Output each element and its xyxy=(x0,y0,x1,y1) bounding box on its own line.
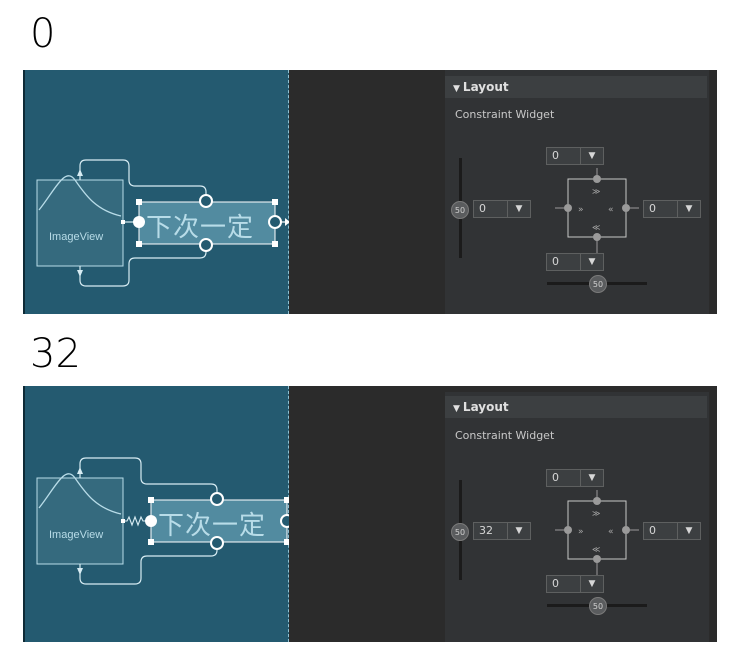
right-margin-value: 0 xyxy=(649,202,656,215)
section-title: Layout xyxy=(462,400,509,414)
left-margin-dropdown[interactable]: 32 ▼ xyxy=(473,522,531,540)
editor-frame: ImageView 下次一定 ▼Layout Constraint Widget… xyxy=(23,70,717,314)
top-margin-dropdown[interactable]: 0 ▼ xyxy=(546,147,604,165)
horizontal-bias-knob[interactable]: 50 xyxy=(589,275,607,293)
right-anchor-handle xyxy=(268,215,282,229)
right-margin-dropdown[interactable]: 0 ▼ xyxy=(643,200,701,218)
constraint-widget-graphic: ≫ » « ≪ xyxy=(459,158,647,285)
svg-text:»: » xyxy=(578,205,584,215)
right-margin-dropdown[interactable]: 0 ▼ xyxy=(643,522,701,540)
chevron-down-icon: ▼ xyxy=(507,523,530,539)
bottom-constraint-line xyxy=(79,246,207,287)
editor-gap xyxy=(289,386,445,642)
svg-text:≫: ≫ xyxy=(592,187,600,196)
top-margin-value: 0 xyxy=(552,149,559,162)
bottom-constraint-line xyxy=(79,544,218,585)
vertical-bias-knob[interactable]: 50 xyxy=(451,523,469,541)
chevron-down-icon: ▼ xyxy=(677,523,700,539)
attributes-panel: ▼Layout Constraint Widget ≫ » « ≪ 0 ▼ 32 xyxy=(445,386,717,642)
horizontal-bias-knob[interactable]: 50 xyxy=(589,597,607,615)
left-margin-value: 0 xyxy=(479,202,486,215)
blueprint-canvas[interactable]: ImageView 下次一定 xyxy=(23,386,291,642)
imageview-label: ImageView xyxy=(49,529,104,541)
bottom-margin-value: 0 xyxy=(552,577,559,590)
svg-text:«: « xyxy=(608,527,614,537)
top-constraint-line xyxy=(79,159,207,198)
chevron-down-icon: ▼ xyxy=(507,201,530,217)
right-anchor-handle xyxy=(280,514,291,528)
top-constraint-line xyxy=(79,457,218,496)
bottom-anchor-handle xyxy=(210,536,224,550)
bottom-margin-value: 0 xyxy=(552,255,559,268)
chevron-down-icon: ▼ xyxy=(580,470,603,486)
textview-text: 下次一定 xyxy=(158,511,267,541)
triangle-down-icon[interactable]: ▼ xyxy=(453,84,460,94)
svg-text:≫: ≫ xyxy=(592,509,600,518)
top-anchor-handle xyxy=(210,492,224,506)
top-margin-dropdown[interactable]: 0 ▼ xyxy=(546,469,604,487)
triangle-down-icon[interactable]: ▼ xyxy=(453,404,460,414)
top-anchor-handle xyxy=(199,194,213,208)
panel-scrollbar[interactable] xyxy=(709,70,717,314)
bottom-margin-dropdown[interactable]: 0 ▼ xyxy=(546,253,604,271)
svg-text:«: « xyxy=(608,205,614,215)
constraint-widget-title: Constraint Widget xyxy=(455,429,555,442)
svg-text:»: » xyxy=(578,527,584,537)
section-title: Layout xyxy=(462,80,509,94)
margin-spring-line xyxy=(123,515,149,527)
chevron-down-icon: ▼ xyxy=(580,148,603,164)
left-margin-value: 32 xyxy=(479,524,493,537)
chevron-down-icon: ▼ xyxy=(580,254,603,270)
left-anchor-handle xyxy=(133,216,145,228)
svg-text:≪: ≪ xyxy=(592,545,600,554)
chevron-down-icon: ▼ xyxy=(580,576,603,592)
left-margin-dropdown[interactable]: 0 ▼ xyxy=(473,200,531,218)
imageview-box xyxy=(36,179,124,267)
svg-text:≪: ≪ xyxy=(592,223,600,232)
blueprint-canvas[interactable]: ImageView 下次一定 xyxy=(23,70,290,314)
constraint-diagram xyxy=(36,457,291,585)
panel-scrollbar[interactable] xyxy=(709,386,717,642)
constraint-widget-graphic: ≫ » « ≪ xyxy=(459,480,647,607)
imageview-preview-curve xyxy=(38,175,122,217)
imageview-label: ImageView xyxy=(49,231,104,243)
constraint-diagram xyxy=(36,159,290,287)
layout-section-header[interactable]: ▼Layout xyxy=(445,396,707,418)
imageview-preview-curve xyxy=(38,473,122,515)
attributes-panel: ▼Layout Constraint Widget ≫ » « ≪ 0 ▼ 0 xyxy=(445,70,717,314)
vertical-bias-knob[interactable]: 50 xyxy=(451,201,469,219)
bottom-margin-dropdown[interactable]: 0 ▼ xyxy=(546,575,604,593)
example-heading: 0 xyxy=(30,11,56,57)
top-margin-value: 0 xyxy=(552,471,559,484)
editor-frame: ImageView 下次一定 ▼Layout Constraint Widget… xyxy=(23,386,717,642)
chevron-down-icon: ▼ xyxy=(677,201,700,217)
bottom-anchor-handle xyxy=(199,238,213,252)
textview-box xyxy=(138,201,276,245)
textview-text: 下次一定 xyxy=(146,213,255,243)
left-anchor-handle xyxy=(145,515,157,527)
imageview-box xyxy=(36,477,124,565)
example-heading: 32 xyxy=(30,331,81,377)
right-margin-value: 0 xyxy=(649,524,656,537)
layout-section-header[interactable]: ▼Layout xyxy=(445,76,707,98)
editor-gap xyxy=(289,70,445,314)
constraint-widget-title: Constraint Widget xyxy=(455,108,555,121)
panel-top-strip xyxy=(445,386,717,392)
